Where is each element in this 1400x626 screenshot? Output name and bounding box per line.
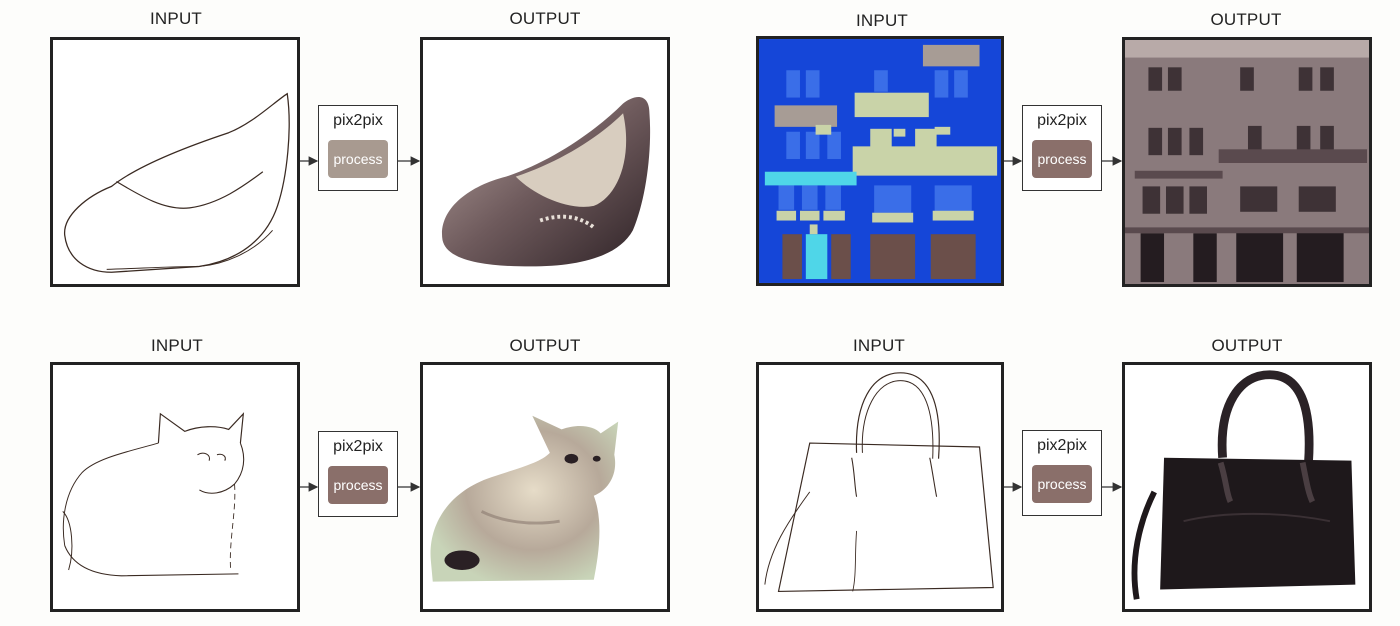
input-label: INPUT (151, 336, 203, 355)
pix2pix-title: pix2pix (1037, 112, 1087, 129)
pix2pix-title: pix2pix (1037, 437, 1087, 454)
pix2pix-box: pix2pix process (1022, 105, 1102, 191)
pix2pix-title: pix2pix (333, 438, 383, 455)
cat-photo-image (430, 415, 619, 582)
output-label: OUTPUT (1211, 336, 1283, 355)
facade-label-input (756, 36, 1004, 286)
handbag-sketch-input (756, 362, 1004, 612)
process-button[interactable]: process (328, 466, 388, 504)
handbag-photo-image (1131, 370, 1356, 600)
output-label: OUTPUT (509, 336, 581, 355)
input-label: INPUT (150, 9, 202, 28)
handbag-sketch-drawing (764, 372, 994, 593)
facade-label-map (759, 39, 1001, 283)
shoe-sketch-drawing (64, 92, 290, 273)
process-button[interactable]: process (1032, 465, 1092, 503)
cat-photo-output (420, 362, 670, 612)
facade-photo-image (1125, 40, 1369, 284)
handbag-photo-output (1122, 362, 1372, 612)
cat-sketch-drawing (62, 412, 245, 577)
output-label: OUTPUT (509, 9, 581, 28)
pix2pix-box: pix2pix process (318, 431, 398, 517)
process-button[interactable]: process (1032, 140, 1092, 178)
cat-sketch-input (50, 362, 300, 612)
output-label: OUTPUT (1210, 10, 1282, 29)
input-label: INPUT (853, 336, 905, 355)
process-button[interactable]: process (328, 140, 388, 178)
pix2pix-box: pix2pix process (318, 105, 398, 191)
pix2pix-box: pix2pix process (1022, 430, 1102, 516)
pix2pix-title: pix2pix (333, 112, 383, 129)
shoe-photo-image (441, 97, 651, 267)
input-label: INPUT (856, 11, 908, 30)
shoe-photo-output (420, 37, 670, 287)
facade-photo-output (1122, 37, 1372, 287)
shoe-sketch-input (50, 37, 300, 287)
